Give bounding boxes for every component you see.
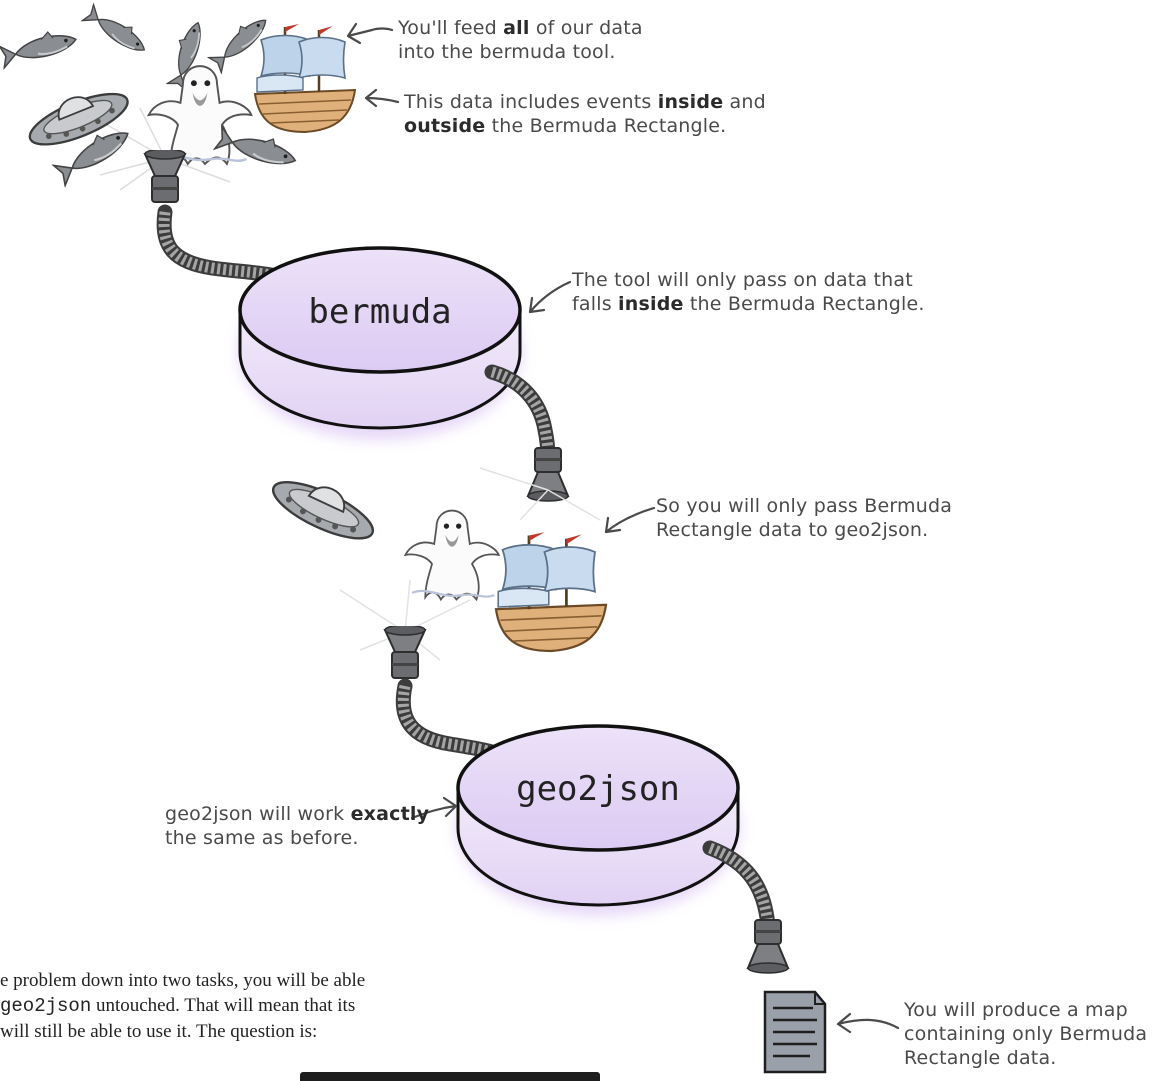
arrow-icon — [604, 506, 656, 534]
arrow-icon — [410, 796, 458, 820]
middle-rays — [339, 467, 601, 661]
hose-ribs — [397, 684, 507, 762]
document-icon — [763, 990, 827, 1074]
funnel-icon — [384, 626, 426, 679]
arrow-icon — [346, 22, 394, 45]
note-feed-all: You'll feed all of our data into the ber… — [398, 17, 643, 63]
fish-icon — [0, 25, 80, 69]
galleon-icon — [494, 530, 608, 653]
hose-icon — [395, 678, 513, 764]
funnel-icon — [527, 447, 569, 502]
bermuda-label: bermuda — [308, 292, 451, 332]
note-only-pass: The tool will only pass on data that fal… — [572, 269, 925, 315]
note-produce-map: You will produce a map containing only B… — [904, 999, 1148, 1069]
galleon-icon — [253, 22, 357, 134]
body-paragraph: e problem down into two tasks, you will … — [0, 968, 560, 1044]
geo2json-label: geo2json — [516, 769, 680, 809]
ghost-icon — [404, 509, 500, 601]
note-includes: This data includes events inside and out… — [404, 91, 766, 137]
arrow-icon — [528, 280, 572, 314]
cut-off-heading — [300, 1054, 600, 1081]
ghost-icon — [147, 64, 253, 166]
arrow-icon — [836, 1012, 900, 1034]
body-line-2: geo2json untouched. That will mean that … — [0, 995, 356, 1017]
body-line-1: e problem down into two tasks, you will … — [0, 970, 366, 991]
arrow-icon — [364, 88, 400, 108]
ufo-icon — [265, 465, 384, 551]
hose-ribs — [158, 211, 287, 284]
note-to-geo2json: So you will only pass Bermuda Rectangle … — [656, 495, 953, 541]
bermuda-tool: bermuda — [238, 246, 522, 440]
note-geo-same: geo2json will work exactly the same as b… — [165, 803, 430, 849]
body-line-3: will still be able to use it. The questi… — [0, 1021, 318, 1042]
funnel-icon — [144, 150, 186, 203]
fish-icon — [81, 0, 152, 61]
code-geo2json: geo2json — [0, 995, 92, 1017]
geo2json-tool: geo2json — [456, 724, 740, 916]
funnel-icon — [747, 919, 789, 974]
